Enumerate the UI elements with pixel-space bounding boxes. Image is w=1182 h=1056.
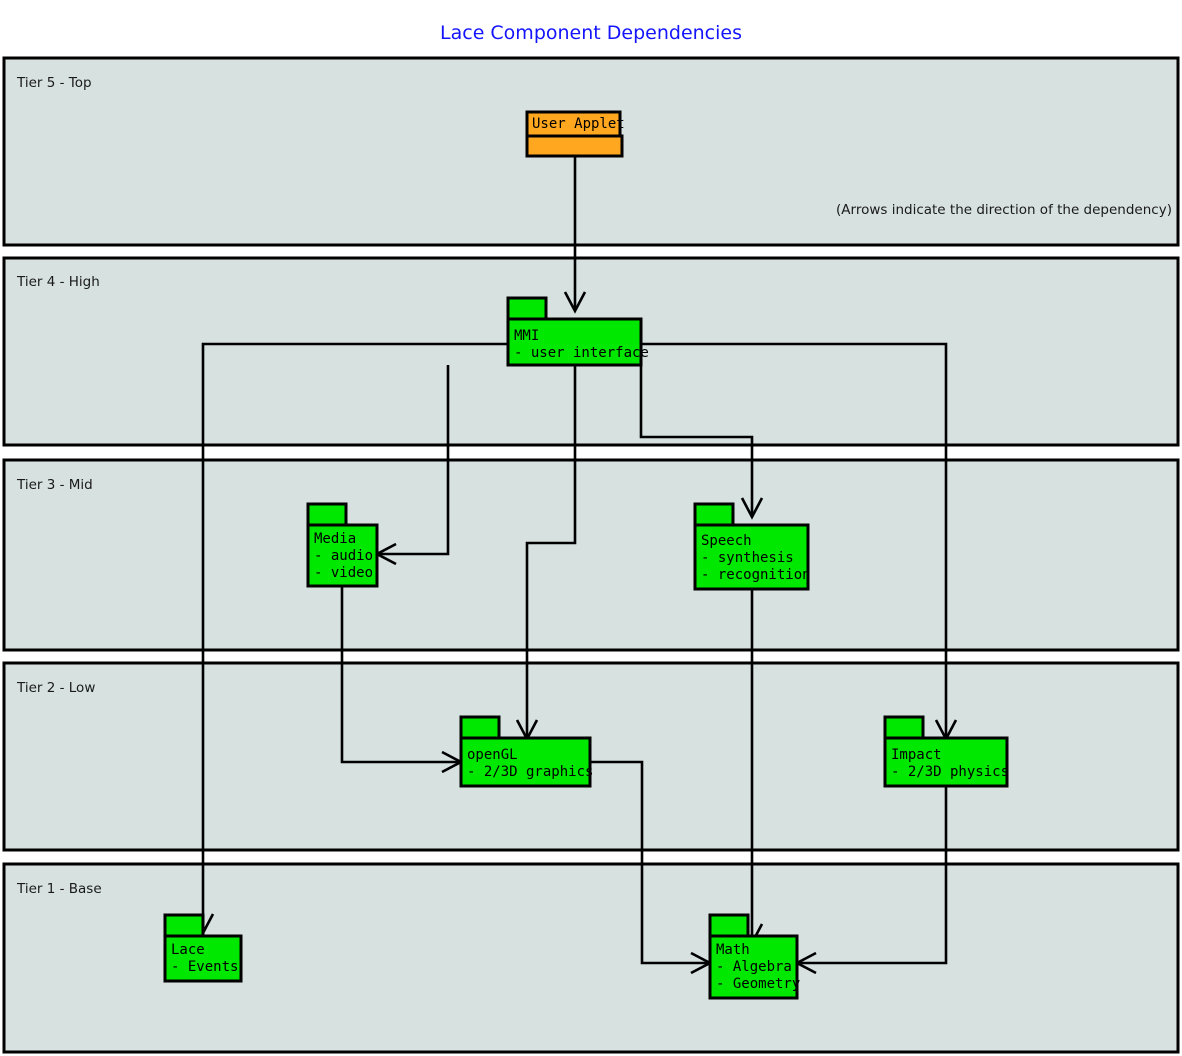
opengl-name: openGL (467, 747, 518, 763)
lace-tab (163, 913, 205, 938)
connector-opengl-to-math (590, 760, 707, 965)
speech-body (693, 523, 810, 591)
dependency-connectors (191, 155, 958, 975)
arrowhead-speech-top (740, 497, 764, 520)
package-math[interactable]: Math - Algebra - Geometry (708, 913, 800, 1000)
package-mmi[interactable]: MMI - user interface (506, 296, 649, 367)
speech-name: Speech (701, 533, 752, 549)
tier-2-label: Tier 2 - Low (16, 680, 95, 696)
diagram-title: Lace Component Dependencies (440, 22, 742, 44)
math-tab (708, 913, 750, 938)
package-speech[interactable]: Speech - synthesis - recognition (693, 502, 811, 591)
media-tab (306, 502, 348, 527)
mmi-body (506, 317, 643, 367)
connector-media-to-opengl (340, 586, 458, 764)
impact-detail-0: - 2/3D physics (891, 764, 1009, 780)
package-user-applet[interactable]: User Applet (525, 110, 625, 158)
user-applet-name: User Applet (532, 116, 625, 132)
tier-3-rect (2, 458, 1180, 652)
arrow-direction-note: (Arrows indicate the direction of the de… (836, 202, 1172, 218)
math-name: Math (716, 942, 750, 958)
speech-detail-1: - recognition (701, 567, 811, 583)
media-detail-1: - video (314, 565, 373, 581)
mmi-name: MMI (514, 328, 539, 344)
math-detail-0: - Algebra (716, 959, 792, 975)
connector-mmi-to-speech (639, 344, 754, 514)
math-detail-1: - Geometry (716, 976, 800, 992)
speech-tab (693, 502, 735, 527)
media-body (306, 523, 379, 588)
lace-name: Lace (171, 942, 205, 958)
package-impact[interactable]: Impact - 2/3D physics (883, 715, 1009, 788)
mmi-detail-0: - user interface (514, 345, 649, 361)
opengl-detail-0: - 2/3D graphics (467, 764, 593, 780)
arrowhead-mmi-top (563, 291, 587, 314)
lace-body (163, 934, 243, 983)
tier-4-label: Tier 4 - High (16, 274, 100, 290)
impact-name: Impact (891, 747, 942, 763)
media-detail-0: - audio (314, 548, 373, 564)
connector-impact-to-math (800, 786, 948, 965)
connector-mmi-to-impact (641, 342, 948, 736)
tier-1-label: Tier 1 - Base (16, 881, 102, 897)
connector-mmi-to-opengl (525, 365, 577, 736)
opengl-body (459, 736, 592, 788)
media-name: Media (314, 531, 356, 547)
speech-detail-0: - synthesis (701, 550, 794, 566)
package-opengl[interactable]: openGL - 2/3D graphics (459, 715, 593, 788)
tier-5-label: Tier 5 - Top (16, 75, 92, 91)
user-applet-body (525, 134, 624, 158)
package-lace[interactable]: Lace - Events (163, 913, 243, 983)
impact-body (883, 736, 1009, 788)
package-media[interactable]: Media - audio - video (306, 502, 379, 588)
tier-3-label: Tier 3 - Mid (16, 477, 93, 493)
opengl-tab (459, 715, 501, 740)
connector-mmi-to-lace (201, 342, 508, 930)
lace-detail-0: - Events (171, 959, 238, 975)
user-applet-tab (525, 110, 622, 138)
impact-tab (883, 715, 925, 740)
math-body (708, 934, 799, 1000)
connector-mmi-to-media (380, 365, 450, 556)
mmi-tab (506, 296, 548, 321)
tier-3-mid: Tier 3 - Mid (2, 458, 1180, 652)
